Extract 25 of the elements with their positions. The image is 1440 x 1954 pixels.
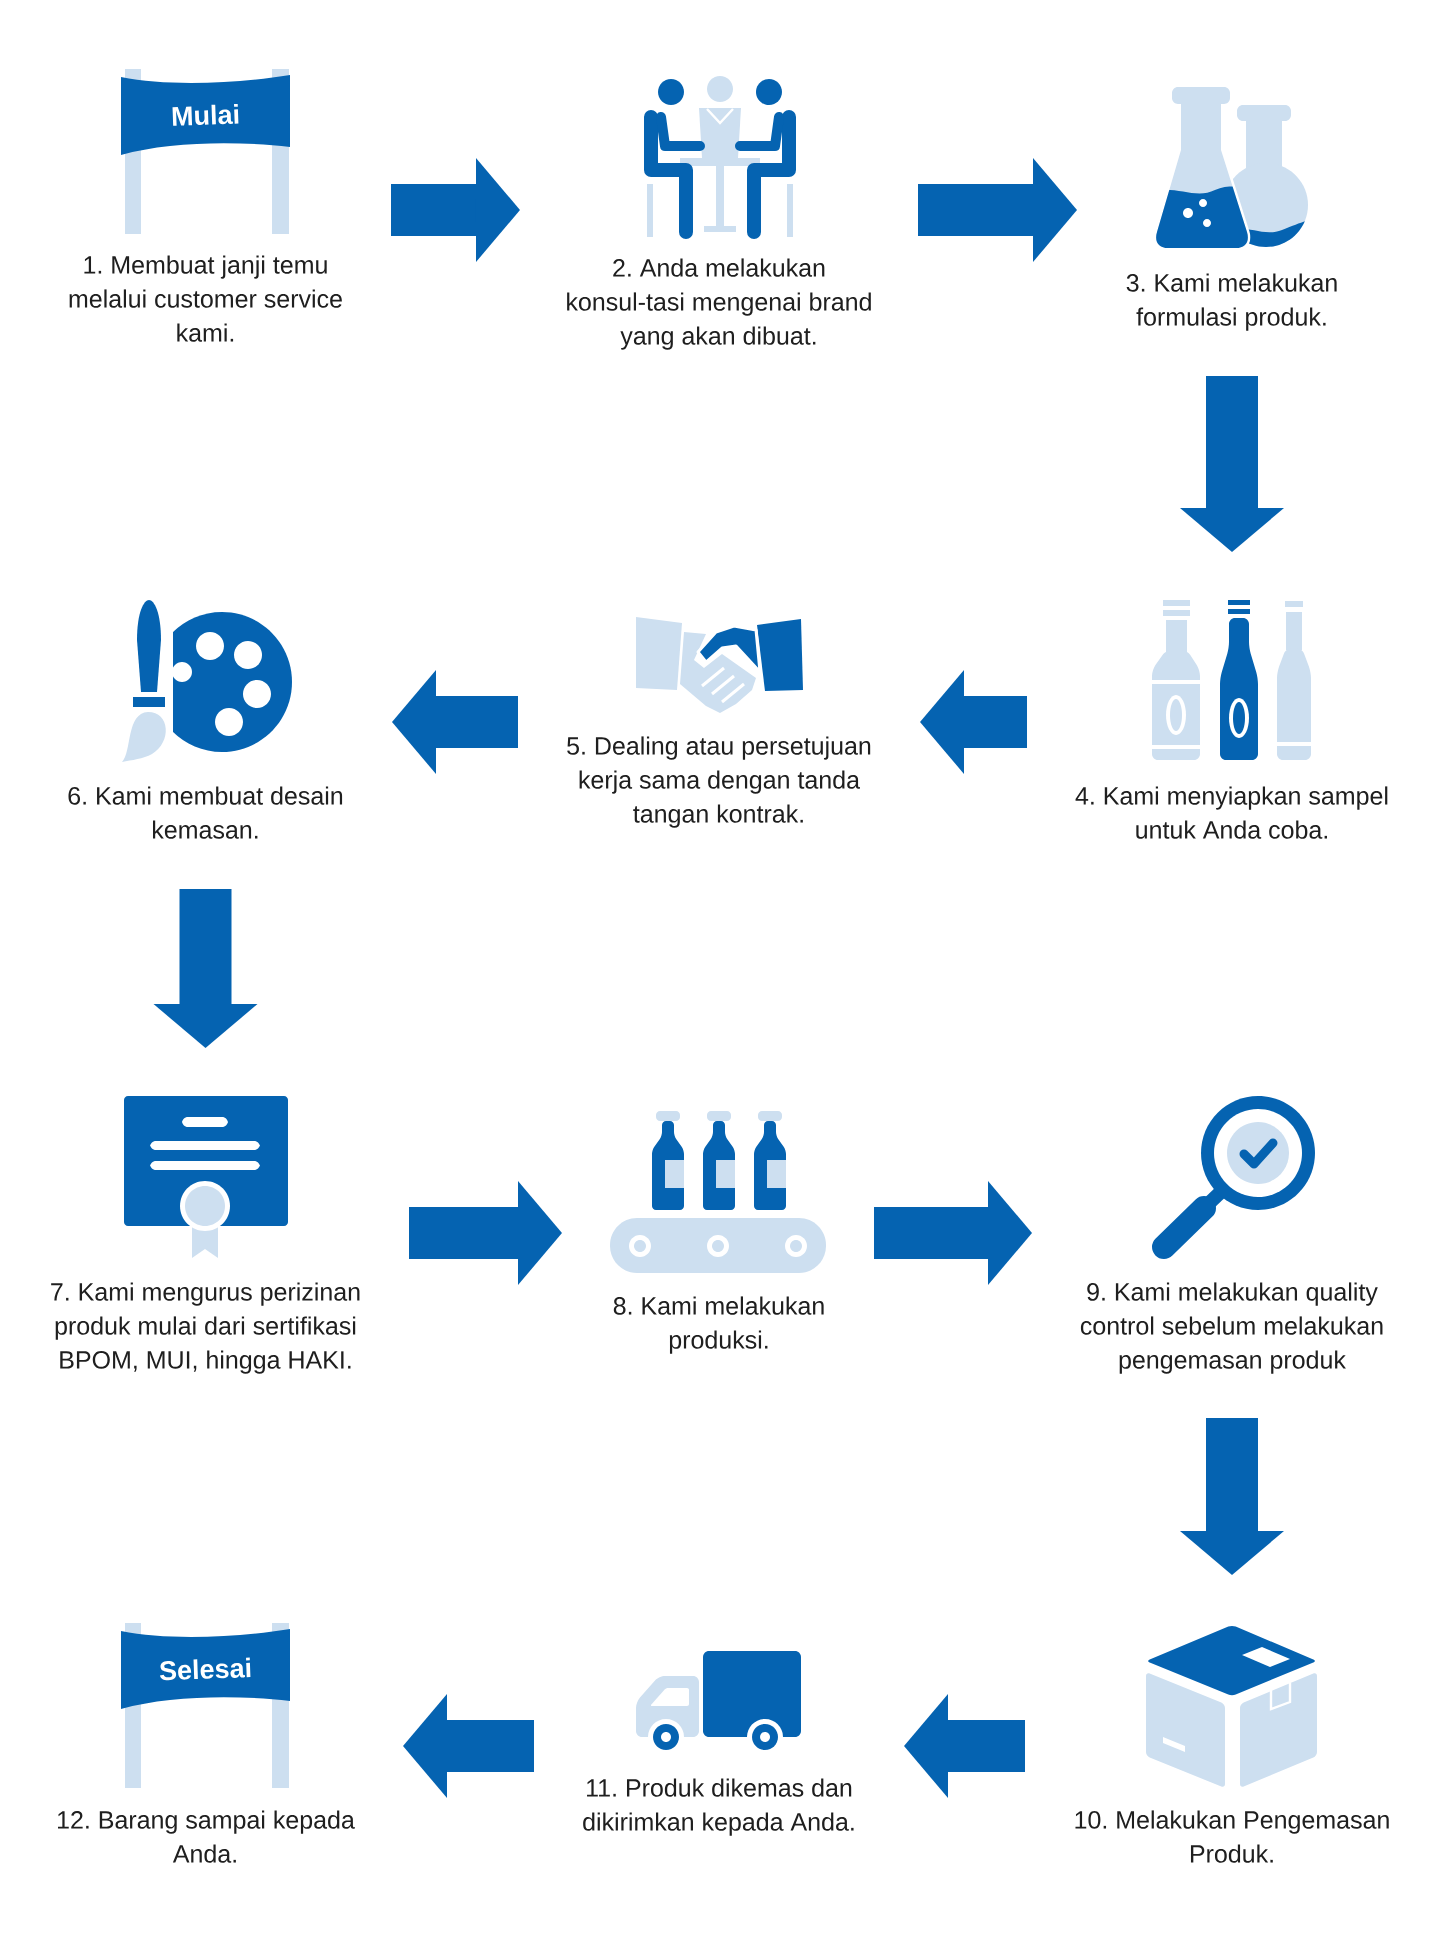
arrow — [918, 158, 1077, 262]
step-caption: 6. Kami membuat desain kemasan. — [68, 786, 343, 839]
arrow — [392, 670, 518, 774]
step-caption: 11. Produk dikemas dan dikirimkan kepada Anda. — [583, 1778, 854, 1836]
step-caption: 10. Melakukan Pengemasan Produk. — [1075, 1810, 1389, 1863]
arrow — [1180, 376, 1284, 552]
banner-sign: Mulai — [121, 69, 290, 234]
arrow — [920, 670, 1027, 774]
step-caption: 5. Dealing atau persetujuan kerja sama dengan tanda tangan kontrak. — [567, 736, 871, 828]
arrow — [904, 1694, 1025, 1798]
step-caption: 9. Kami melakukan quality control sebelum melakukan pengemasan produk — [1080, 1282, 1383, 1374]
banner-sign: Selesai — [121, 1623, 290, 1788]
step-caption: 7. Kami mengurus perizinan produk mulai dari sertifikasi BPOM, MUI, hingga HAKI. — [51, 1282, 360, 1374]
arrow — [874, 1181, 1032, 1285]
step-caption: 2. Anda melakukan konsul-tasi mengenai brand yang akan dibuat. — [567, 258, 871, 350]
step-caption: 4. Kami menyiapkan sampel untuk Anda coba. — [1075, 786, 1388, 839]
arrow — [403, 1694, 534, 1798]
step-caption: 12. Barang sampai kepada Anda. — [58, 1810, 355, 1863]
step-caption: 3. Kami melakukan formulasi produk. — [1126, 273, 1337, 331]
arrow — [409, 1181, 562, 1285]
arrow — [153, 889, 258, 1048]
step-caption: 8. Kami melakukan produksi. — [613, 1296, 824, 1354]
arrow — [391, 158, 520, 262]
step-caption: 1. Membuat janji temu melalui customer service kami. — [69, 255, 342, 342]
arrow — [1180, 1418, 1284, 1575]
